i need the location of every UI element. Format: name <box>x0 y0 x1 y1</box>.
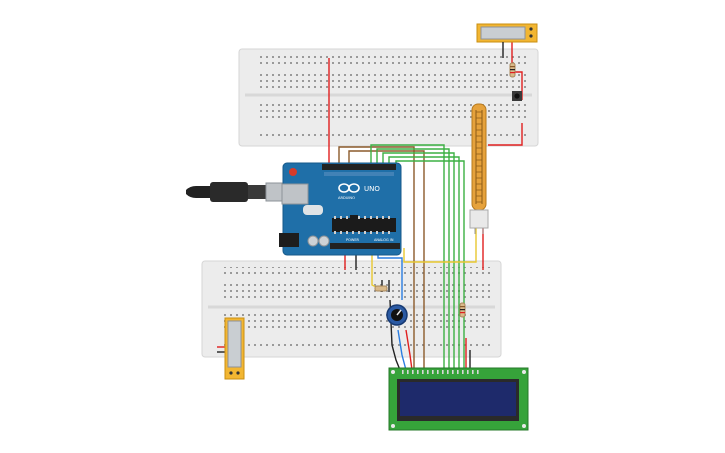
breadboard-top <box>238 48 539 147</box>
force-sensor-top <box>476 23 538 43</box>
wire-yellow-flex <box>403 228 477 263</box>
breadboard-bottom <box>201 260 502 358</box>
wire-green-1 <box>370 144 445 370</box>
power-header-label: POWER <box>346 238 360 242</box>
wire-blue-pot <box>397 329 407 371</box>
wire-red-pot <box>405 329 413 371</box>
resistor-bottom <box>374 285 466 318</box>
pushbutton <box>512 91 522 101</box>
board-model: ARDUINO <box>338 196 355 200</box>
wire-brown-2 <box>348 150 425 370</box>
arduino-uno: UNO ARDUINO POWER ANALOG IN <box>279 162 402 256</box>
arduino-logo <box>338 183 360 193</box>
analog-header-label: ANALOG IN <box>374 238 394 242</box>
wire-green-4 <box>388 156 460 370</box>
board-brand: UNO <box>364 185 380 193</box>
wire-brown-1 <box>338 146 415 370</box>
wire-red-top <box>488 123 523 146</box>
resistor-top <box>509 62 516 78</box>
force-sensor-left <box>224 317 245 380</box>
usb-cable <box>186 182 287 202</box>
potentiometer <box>386 304 408 326</box>
flex-sensor <box>469 103 489 234</box>
wire-green-2 <box>376 148 450 370</box>
wire-red-sensor <box>511 42 523 100</box>
lcd-16x2 <box>388 367 529 431</box>
